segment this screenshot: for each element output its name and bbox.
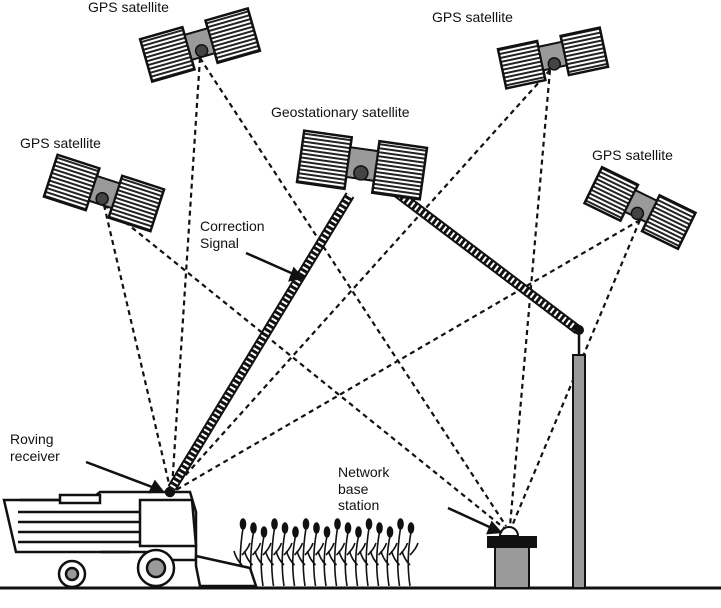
signal-sat-top-to-rover	[170, 57, 202, 489]
crop-leaf	[390, 542, 409, 566]
crop-head	[292, 526, 299, 538]
label-roving-line2: receiver	[10, 448, 60, 464]
signal-sat-left-to-rover	[102, 204, 172, 489]
crop-leaf	[369, 542, 388, 566]
crop-stalk	[354, 535, 360, 587]
crop-leaf	[306, 542, 325, 566]
crop-head	[334, 518, 341, 530]
label-arrows	[85, 251, 503, 535]
arrowhead-icon	[486, 520, 503, 535]
crop-head	[313, 522, 320, 534]
crop-head	[250, 522, 257, 534]
crop-leaf	[401, 542, 419, 566]
crop-head	[271, 518, 278, 530]
crop-stalk	[302, 527, 307, 587]
crop-leaf	[296, 542, 314, 566]
crop-leaf	[348, 542, 367, 566]
crop-head	[260, 526, 268, 538]
label-correction-line2: Signal	[200, 235, 239, 251]
signal-sat-left-to-base	[103, 204, 505, 529]
label-base-line1: Network	[338, 464, 390, 480]
crop-leaf	[317, 542, 335, 566]
signal-sat-right-to-rover	[173, 69, 551, 489]
crop-row-icon	[233, 518, 419, 587]
gps-signal-lines	[102, 57, 642, 529]
crop-stalk	[333, 527, 339, 587]
base-station-arrow	[447, 506, 497, 532]
crop-leaf	[254, 542, 272, 566]
crop-leaf	[233, 542, 251, 566]
roving-receiver-arrow	[85, 460, 161, 492]
label-gps-satellite-far-right: GPS satellite	[592, 147, 673, 163]
crop-stalk	[260, 535, 265, 587]
crop-head	[302, 518, 310, 530]
crop-leaf	[285, 542, 304, 566]
label-correction-line1: Correction	[200, 218, 265, 234]
crop-leaf	[380, 542, 398, 566]
arrowhead-icon	[147, 479, 165, 494]
crop-leaf	[243, 542, 262, 566]
crop-head	[355, 526, 362, 538]
crop-leaf	[275, 542, 293, 566]
crop-leaf	[359, 542, 377, 566]
satellite-icon	[496, 26, 610, 90]
satellite-icon	[42, 153, 166, 233]
crop-stalk	[344, 531, 349, 587]
label-geostationary-satellite: Geostationary satellite	[271, 104, 410, 120]
signal-sat-top-to-base	[199, 57, 507, 527]
crop-head	[239, 518, 247, 530]
label-gps-satellite-left: GPS satellite	[20, 135, 101, 151]
crop-stalk	[365, 527, 370, 587]
label-gps-satellite-right: GPS satellite	[432, 9, 513, 25]
crop-head	[397, 518, 404, 530]
label-base-line3: station	[338, 497, 379, 513]
crop-stalk	[291, 535, 297, 587]
antenna-tower-icon	[572, 325, 586, 589]
crop-leaf	[338, 542, 356, 566]
correction-signal-beams	[167, 176, 582, 491]
combine-harvester-icon	[2, 486, 258, 589]
crop-head	[407, 522, 415, 534]
crop-head	[281, 522, 289, 534]
crop-stalk	[396, 527, 402, 587]
crop-leaf	[327, 542, 346, 566]
crop-stalk	[375, 531, 381, 587]
label-roving-line1: Roving	[10, 431, 54, 447]
correction-beam-tower	[378, 177, 580, 333]
satellite-icon	[582, 165, 698, 251]
crop-stalk	[323, 535, 328, 587]
satellite-icon	[138, 6, 262, 84]
crop-head	[376, 522, 383, 534]
correction-beam-rover	[169, 193, 353, 490]
base-station-icon	[487, 526, 537, 589]
geostationary-satellite-icon	[295, 129, 429, 201]
arrowhead-icon	[288, 266, 305, 282]
label-gps-satellite-top: GPS satellite	[88, 0, 169, 15]
crop-stalk	[407, 531, 412, 587]
crop-head	[323, 526, 331, 538]
crop-head	[344, 522, 352, 534]
crop-stalk	[281, 531, 286, 587]
crop-leaf	[264, 542, 283, 566]
label-base-line2: base	[338, 481, 369, 497]
crop-head	[365, 518, 373, 530]
crop-stalk	[386, 535, 391, 587]
crop-head	[386, 526, 394, 538]
crop-stalk	[270, 527, 276, 587]
correction-signal-arrow	[245, 251, 299, 278]
crop-stalk	[312, 531, 318, 587]
